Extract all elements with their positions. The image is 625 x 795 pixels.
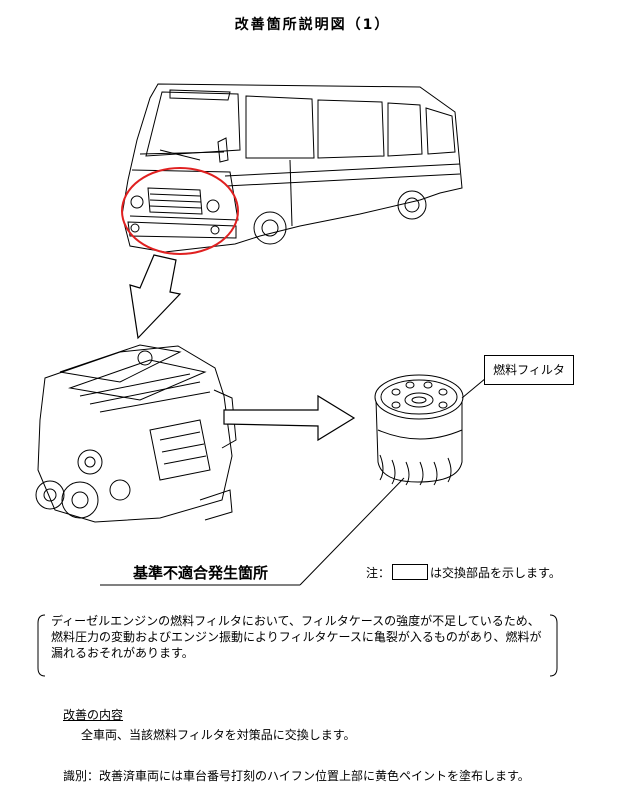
page-title: 改善箇所説明図（1） (234, 17, 391, 33)
note-suffix: は交換部品を示します。 (430, 566, 561, 580)
note-box-symbol (392, 564, 429, 580)
fuel-filter-illustration (374, 374, 464, 486)
improvement-heading: 改善の内容 (63, 708, 124, 722)
description-line: 漏れるおそれがあります。 (51, 646, 194, 660)
down-arrow-icon (129, 254, 182, 340)
caption-leader (100, 477, 405, 586)
description-box (37, 614, 558, 677)
part-label: 燃料フィルタ (484, 355, 574, 385)
problem-description: ディーゼルエンジンの燃料フィルタにおいて、フィルタケースの強度が不足しているため… (51, 613, 551, 661)
highlight-circle (121, 167, 239, 255)
identification-text: 識別：改善済車両には車台番号打刻のハイフン位置上部に黄色ペイントを塗布します。 (63, 769, 530, 783)
improvement-body: 全車両、当該燃料フィルタを対策品に交換します。 (81, 728, 356, 742)
note-prefix: 注： (366, 566, 391, 580)
part-label-leader (461, 377, 487, 399)
description-line: 燃料圧力の変動およびエンジン振動によりフィルタケースに亀裂が入るものがあり、燃料… (51, 630, 542, 644)
engine-illustration (35, 344, 237, 523)
description-line: ディーゼルエンジンの燃料フィルタにおいて、フィルタケースの強度が不足しているため… (51, 614, 540, 628)
note: 注： は交換部品を示します。 (366, 564, 561, 581)
problem-caption: 基準不適合発生箇所 (133, 564, 269, 582)
right-arrow-icon (223, 394, 356, 442)
